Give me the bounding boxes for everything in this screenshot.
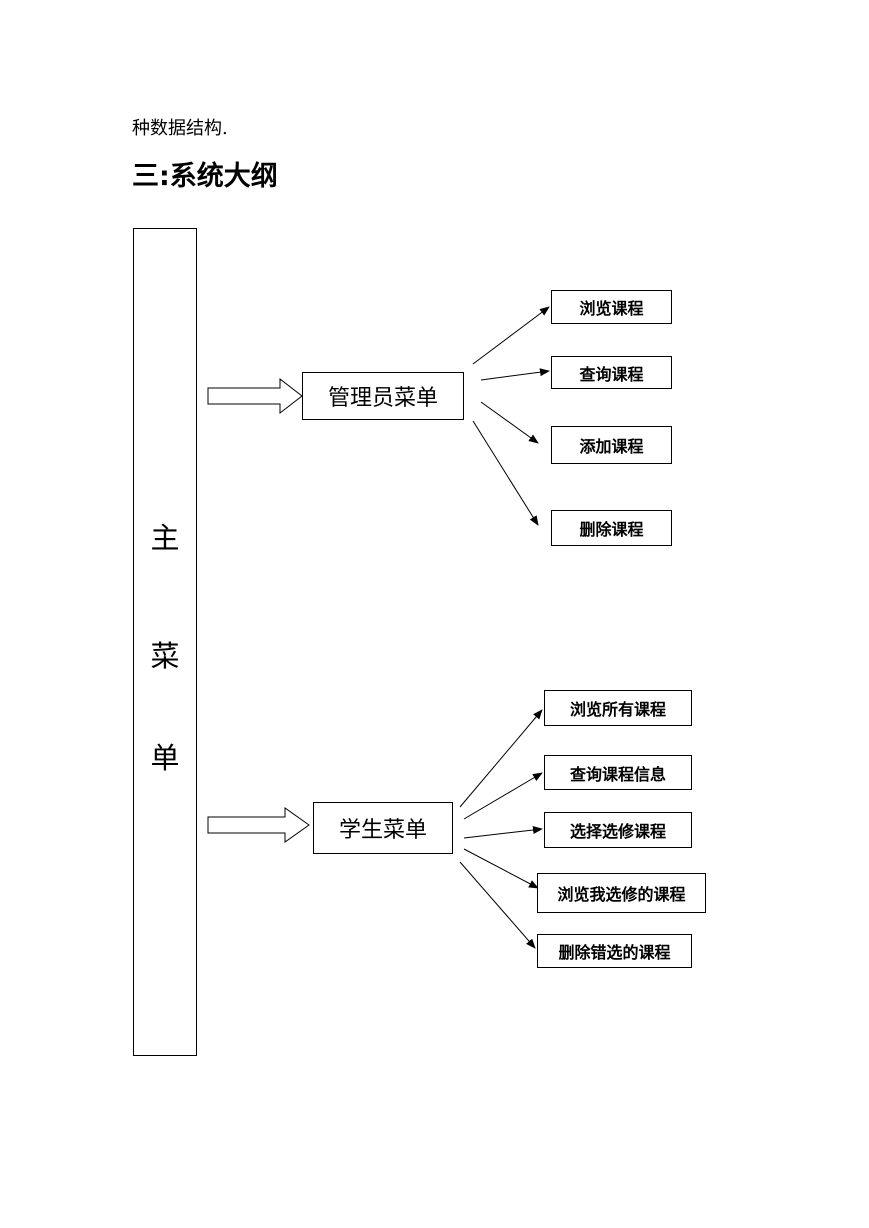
admin-item-browse-courses: 浏览课程 [551, 290, 672, 324]
admin-connector-3 [480, 401, 539, 444]
admin-menu-box: 管理员菜单 [302, 372, 464, 420]
admin-connector-1 [472, 306, 550, 365]
admin-item-delete-course: 删除课程 [551, 510, 672, 546]
main-menu-box: 主 菜 单 [133, 228, 197, 1056]
admin-connector-2 [480, 368, 550, 381]
student-connector-2 [463, 772, 543, 820]
main-menu-char-1: 主 [150, 521, 180, 555]
block-arrow-student [207, 807, 310, 843]
block-arrow-admin [207, 377, 303, 415]
student-item-search-course-info: 查询课程信息 [544, 755, 692, 790]
admin-item-add-course: 添加课程 [551, 426, 672, 464]
student-item-delete-wrong-selection: 删除错选的课程 [537, 934, 692, 968]
intro-text: 种数据结构. [132, 118, 228, 139]
admin-item-search-courses: 查询课程 [551, 356, 672, 389]
section-heading: 三:系统大纲 [132, 161, 278, 192]
student-menu-box: 学生菜单 [313, 802, 453, 854]
student-connector-1 [459, 709, 543, 808]
student-item-select-elective: 选择选修课程 [544, 812, 692, 848]
main-menu-char-3: 单 [150, 741, 180, 775]
student-item-browse-my-electives: 浏览我选修的课程 [537, 873, 706, 913]
student-connector-3 [463, 826, 543, 839]
student-connector-5 [459, 861, 536, 949]
main-menu-char-2: 菜 [150, 639, 180, 673]
admin-connector-4 [472, 420, 539, 526]
student-connector-4 [463, 848, 539, 889]
student-item-browse-all-courses: 浏览所有课程 [544, 690, 692, 726]
